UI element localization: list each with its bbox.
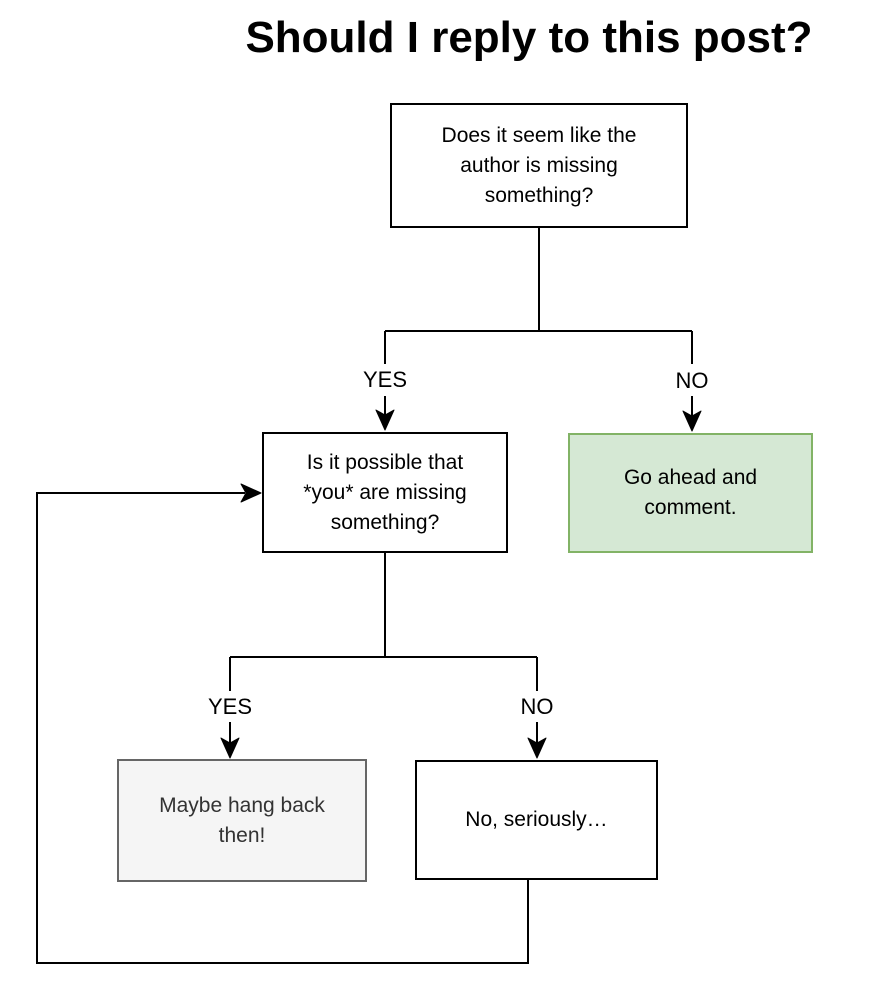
- edge-loopback-arrowhead: [240, 483, 262, 503]
- node-question-author-missing-label: Does it seem like the author is missing …: [441, 123, 637, 207]
- edge-label-q2-no: NO: [517, 693, 557, 721]
- edge-label-q1-yes: YES: [359, 366, 411, 394]
- edge-label-q1-no: NO: [672, 367, 712, 395]
- node-question-you-missing: Is it possible that *you* are missing so…: [262, 432, 508, 553]
- edge-q1-yes-arrowhead: [375, 409, 395, 431]
- node-no-seriously-label: No, seriously…: [465, 808, 608, 831]
- node-question-you-missing-label: Is it possible that *you* are missing so…: [303, 450, 467, 534]
- edge-q1-no-arrowhead: [682, 410, 702, 432]
- edge-q2-yes-arrowhead: [220, 737, 240, 759]
- edge-q2-no-arrowhead: [527, 737, 547, 759]
- node-go-ahead-comment-label: Go ahead and comment.: [623, 466, 758, 519]
- node-no-seriously: No, seriously…: [415, 760, 658, 880]
- node-hang-back-label: Maybe hang back then!: [159, 793, 325, 847]
- node-question-author-missing: Does it seem like the author is missing …: [390, 103, 688, 228]
- edge-loopback-line: [36, 492, 529, 964]
- page-title: Should I reply to this post?: [245, 13, 813, 62]
- node-hang-back: Maybe hang back then!: [117, 759, 367, 882]
- edge-label-q2-yes: YES: [204, 693, 256, 721]
- node-go-ahead-comment: Go ahead and comment.: [568, 433, 813, 553]
